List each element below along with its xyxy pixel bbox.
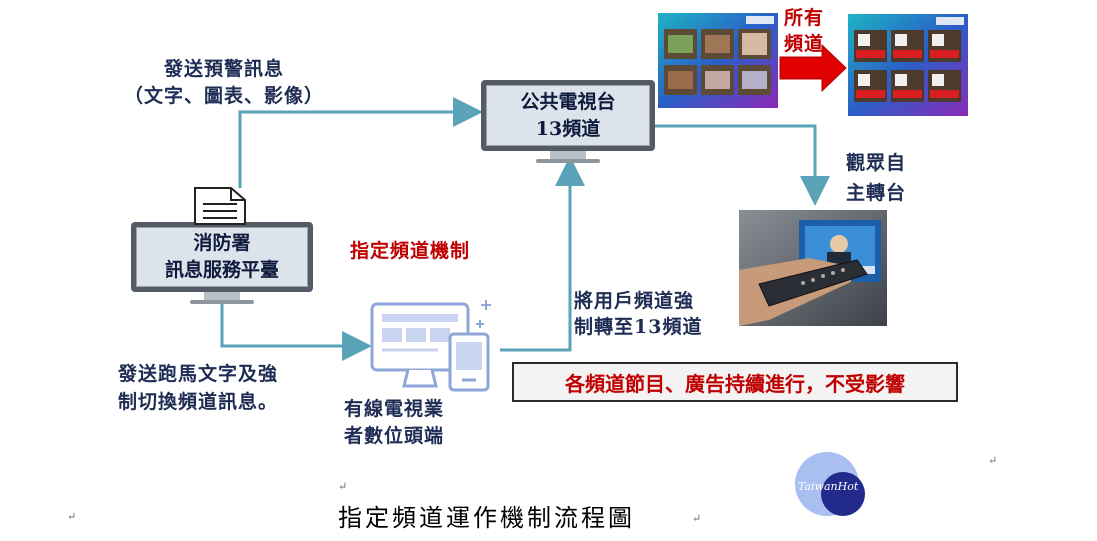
cable-headend-label: 有線電視業 者數位頭端	[344, 398, 445, 447]
send-ticker-label: 發送跑馬文字及強 制切換頻道訊息。	[118, 363, 279, 413]
document-icon	[194, 187, 246, 225]
pts-line2: 13頻道	[535, 117, 601, 140]
tv-remote-icon	[739, 210, 887, 326]
fire-dept-screen: 消防署 訊息服務平臺	[136, 227, 308, 287]
fire-dept-line2: 訊息服務平臺	[164, 259, 279, 281]
pts-screen: 公共電視台 13頻道	[486, 85, 650, 146]
paragraph-mark: ↵	[988, 454, 998, 467]
designated-mechanism-label: 指定頻道機制	[350, 240, 471, 262]
notice-box: 各頻道節目、廣告持續進行，不受影響	[512, 362, 958, 402]
arrow-fire-to-pts	[238, 97, 483, 188]
taiwanhot-logo	[795, 452, 865, 516]
arrow-cable-to-pts	[500, 156, 585, 352]
fire-dept-stand	[204, 292, 240, 300]
arrow-pts-to-tv	[655, 124, 830, 206]
paragraph-mark: ↵	[692, 512, 702, 525]
fire-dept-line1: 消防署	[193, 232, 251, 254]
viewer-switch-label: 觀眾自 主轉台	[846, 152, 907, 204]
tablet-monitor-icon	[370, 300, 491, 392]
paragraph-mark: ↵	[338, 480, 348, 493]
arrow-fire-to-cable	[220, 302, 372, 361]
send-alert-sub-label: （文字、圖表、影像）	[124, 85, 325, 107]
fire-dept-base	[190, 300, 254, 304]
all-channels-label: 所有 頻道	[784, 7, 825, 55]
pts-line1: 公共電視台	[520, 90, 616, 113]
watermark-text: TaiwanHot	[798, 480, 859, 493]
force-switch-label: 將用戶頻道強 制轉至13頻道	[574, 290, 703, 338]
channel-grid-icon	[848, 14, 968, 116]
pts-stand	[550, 151, 586, 159]
send-alert-label: 發送預警訊息	[164, 58, 285, 80]
figure-caption: 指定頻道運作機制流程圖	[338, 504, 635, 532]
channel-grid-icon	[658, 13, 778, 108]
pts-base	[536, 159, 600, 163]
paragraph-mark: ↵	[67, 510, 77, 523]
pts-monitor: 公共電視台 13頻道	[481, 80, 655, 151]
fire-dept-monitor: 消防署 訊息服務平臺	[131, 222, 313, 292]
red-arrow	[779, 43, 847, 93]
